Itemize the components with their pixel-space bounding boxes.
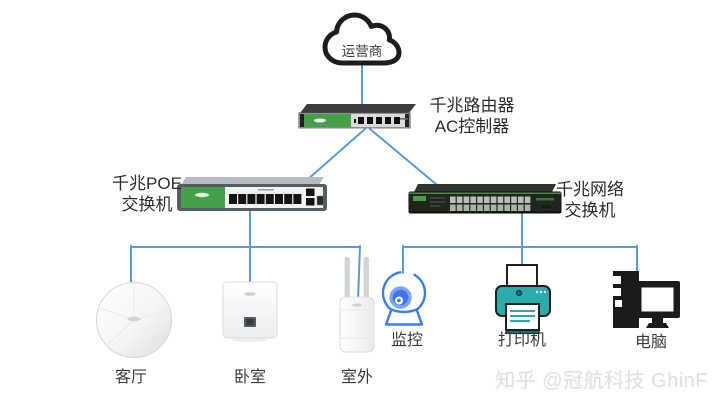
printer-paper-lines: [510, 310, 535, 322]
router-label-line2: AC控制器: [434, 117, 510, 136]
netswitch-bottom-edge: [409, 211, 561, 213]
router-icon: [298, 104, 416, 129]
poe-logo: [195, 192, 209, 198]
cable-lines: [130, 63, 638, 301]
netswitch-ports-row1: [450, 196, 531, 203]
poe-uplink-ports: [306, 188, 324, 206]
computer-screen: [641, 287, 674, 312]
wall-ap-shadow: [232, 338, 268, 342]
printer-button: [515, 289, 522, 296]
cloud-shape: [322, 12, 402, 66]
camera-icon: [381, 271, 427, 326]
outdoor-ap-antennas: [344, 256, 369, 300]
label-camera: 监控: [390, 332, 423, 349]
poe-switch-label-line2: 交换机: [121, 195, 173, 214]
router-label-line1: 千兆路由器: [429, 96, 515, 115]
cable-drop-outdoor-ap: [357, 245, 361, 301]
cloud-icon: 运营商: [322, 12, 402, 66]
netswitch-top-face: [414, 184, 556, 192]
computer-stand-neck: [652, 318, 663, 323]
poe-switch-label-line1: 千兆POE: [112, 174, 182, 193]
network-switch-label-line1: 千兆网络: [556, 180, 624, 199]
wall-ap-port-inner: [246, 319, 254, 325]
network-switch-icon: [408, 184, 562, 214]
poe-text-mark: [258, 189, 274, 191]
router-text-mark: [400, 118, 408, 120]
ceiling-ap-icon: [96, 282, 172, 358]
network-switch-label: 千兆网络 交换机: [552, 179, 628, 221]
router-logo: [314, 118, 326, 123]
camera-base: [384, 308, 424, 326]
wall-ap-logo: [244, 292, 256, 296]
poe-ports: [229, 194, 302, 204]
printer-icon: [495, 264, 551, 335]
router-right-edge: [405, 114, 409, 127]
router-brand-panel: [304, 114, 351, 127]
ceiling-ap-logo: [127, 316, 141, 322]
router-bottom-edge: [299, 127, 410, 129]
poe-top-face: [181, 177, 324, 185]
router-top-face: [300, 104, 416, 113]
label-ceiling-ap: 客厅: [114, 369, 147, 386]
computer-tower-bays: [610, 276, 622, 307]
computer-stand-base: [646, 323, 669, 328]
label-wall-ap: 卧室: [233, 369, 266, 386]
outdoor-ap-logo: [352, 303, 362, 307]
label-computer: 电脑: [634, 334, 667, 351]
outdoor-ap-icon: [339, 256, 375, 353]
cloud-label: 运营商: [342, 44, 383, 59]
network-switch-label-line2: 交换机: [564, 201, 616, 220]
cable-router-poe: [306, 128, 366, 181]
computer-icon: [610, 271, 680, 328]
printer-indicator-dots: [535, 290, 547, 294]
poe-switch-icon: [177, 177, 327, 211]
netswitch-left-marks: [430, 197, 446, 207]
netswitch-ports-row2: [450, 204, 531, 211]
camera-lens-pupil: [397, 298, 401, 303]
router-label: 千兆路由器 AC控制器: [422, 95, 522, 137]
netswitch-right-mark: [536, 198, 554, 201]
poe-switch-label: 千兆POE 交换机: [103, 173, 191, 215]
netswitch-green-strip: [409, 192, 561, 194]
router-left-edge: [300, 114, 304, 127]
poe-brand-panel: [181, 187, 225, 208]
wall-ap-body: [222, 281, 278, 339]
watermark-text: 知乎 @冠航科技 GhinF: [495, 370, 708, 392]
label-outdoor-ap: 室外: [340, 369, 373, 386]
camera-outline: [381, 271, 427, 326]
cable-router-netswitch: [369, 128, 438, 186]
label-printer: 打印机: [497, 332, 546, 349]
netswitch-logo: [413, 196, 426, 201]
netswitch-console-port: [539, 203, 553, 210]
wall-ap-icon: [222, 281, 278, 342]
router-ports: [354, 117, 400, 124]
